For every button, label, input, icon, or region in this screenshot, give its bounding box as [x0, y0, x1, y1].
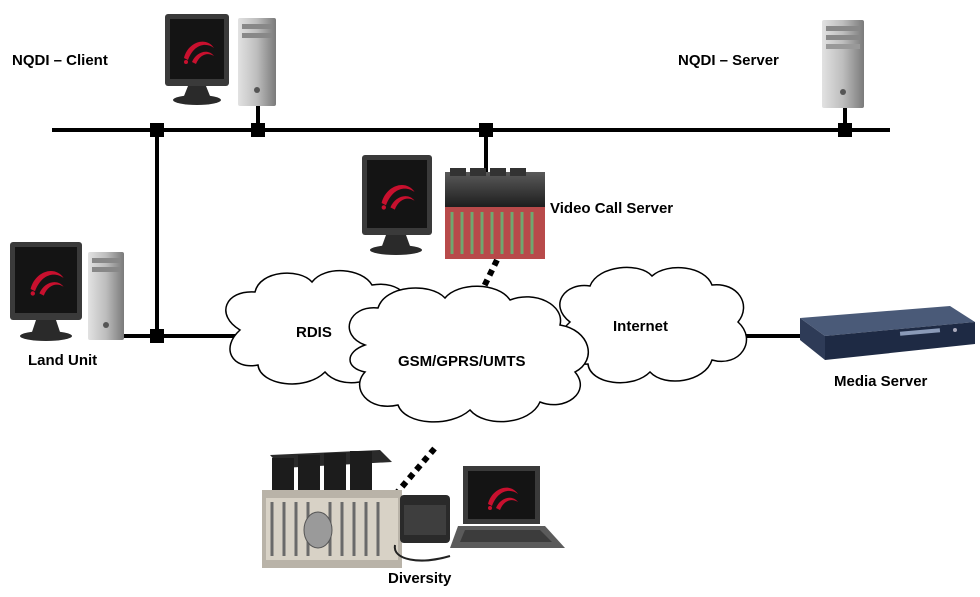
junction-nodes	[150, 123, 852, 343]
video-call-monitor-icon	[362, 155, 432, 255]
land-unit-label: Land Unit	[28, 352, 98, 369]
connection-lines	[122, 104, 847, 338]
diversity-laptop-icon	[450, 466, 565, 548]
media-server-appliance-icon	[800, 306, 975, 360]
nqdi-client-label: NQDI – Client	[12, 52, 108, 69]
media-server-label: Media Server	[834, 373, 928, 390]
diversity-equipment-icon	[262, 450, 451, 568]
video-call-server-label: Video Call Server	[550, 200, 674, 217]
nqdi-client-computer-icon	[165, 14, 276, 106]
cloud-internet-label: Internet	[613, 318, 669, 335]
nqdi-server-tower-icon	[822, 20, 864, 108]
wireless-links	[392, 256, 501, 497]
video-call-server-rack-icon	[445, 168, 545, 259]
nqdi-server-label: NQDI – Server	[678, 52, 779, 69]
cloud-internet	[558, 266, 748, 384]
diversity-label: Diversity	[388, 570, 452, 587]
cloud-gsm	[348, 285, 590, 423]
cloud-gsm-label: GSM/GPRS/UMTS	[398, 353, 526, 370]
cloud-rdis-label: RDIS	[296, 324, 332, 341]
land-unit-computer-icon	[10, 242, 124, 341]
